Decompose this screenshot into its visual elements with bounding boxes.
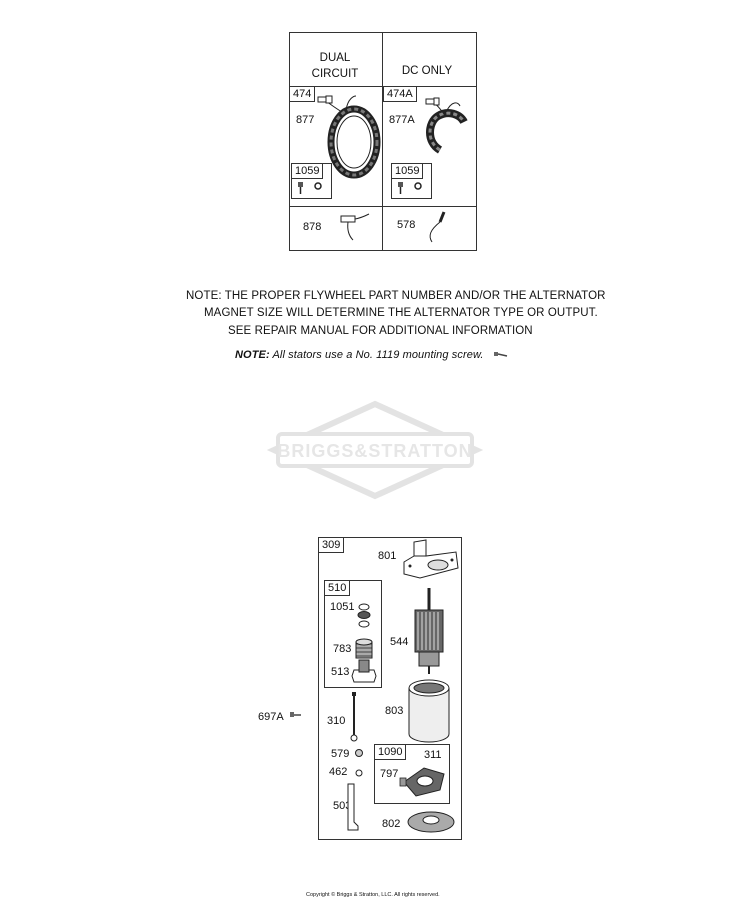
armature-544-label[interactable]: 544 xyxy=(390,636,409,648)
bracket-801-label[interactable]: 801 xyxy=(378,550,397,562)
stator-877-label[interactable]: 877 xyxy=(296,114,315,126)
note-line-3: SEE REPAIR MANUAL FOR ADDITIONAL INFORMA… xyxy=(228,325,533,337)
through-bolt-icon[interactable] xyxy=(349,692,359,742)
bracket-icon[interactable] xyxy=(400,538,460,582)
strap-icon[interactable] xyxy=(344,782,360,832)
copyright-footer: Copyright © Briggs & Stratton, LLC. All … xyxy=(306,892,440,898)
housing-803-label[interactable]: 803 xyxy=(385,705,404,717)
wire-578-label[interactable]: 578 xyxy=(397,219,416,231)
drive-nut-513-label[interactable]: 513 xyxy=(331,666,350,678)
washer-icon xyxy=(355,769,363,777)
dual-circuit-stator-icon[interactable] xyxy=(317,90,388,180)
starter-assembly-frame xyxy=(318,537,462,840)
drive-kit-510-box xyxy=(324,580,382,688)
nut-579-label[interactable]: 579 xyxy=(331,748,350,760)
stator-note-bold: NOTE: xyxy=(235,349,270,361)
brush-kit-1090-box xyxy=(374,744,450,804)
stator-note-text: All stators use a No. 1119 mounting scre… xyxy=(272,349,484,361)
wire-878-label[interactable]: 878 xyxy=(303,221,322,233)
dc-only-stator-icon[interactable] xyxy=(420,92,475,157)
note-line-2: MAGNET SIZE WILL DETERMINE THE ALTERNATO… xyxy=(204,307,598,319)
pinion-gear-icon[interactable] xyxy=(352,634,376,664)
note-line-1: NOTE: THE PROPER FLYWHEEL PART NUMBER AN… xyxy=(186,290,606,302)
mounting-screw-icon xyxy=(494,352,508,357)
brush-kit-1090-tag[interactable]: 1090 xyxy=(374,744,407,760)
starter-309-tag[interactable]: 309 xyxy=(318,537,345,553)
watermark-text: BRIGGS&STRATTON xyxy=(277,441,472,461)
armature-icon[interactable] xyxy=(408,588,450,674)
screw-dual-icon xyxy=(298,182,322,194)
stator-877a-label[interactable]: 877A xyxy=(389,114,415,126)
dual-circuit-header: DUAL CIRCUIT xyxy=(300,50,370,82)
retainer-icon[interactable] xyxy=(354,600,374,634)
dual-circuit-header-line2: CIRCUIT xyxy=(311,68,359,80)
table-wire-divider xyxy=(289,206,477,207)
end-plate-802-label[interactable]: 802 xyxy=(382,818,401,830)
screw-697a-label[interactable]: 697A xyxy=(258,711,284,723)
screw-dc-icon xyxy=(398,182,422,194)
wire-878-icon[interactable] xyxy=(333,212,373,242)
drive-kit-510-tag[interactable]: 510 xyxy=(324,580,351,596)
table-vertical-divider xyxy=(382,32,383,251)
end-cap-icon[interactable] xyxy=(398,760,448,800)
briggs-stratton-logo: BRIGGS&STRATTON xyxy=(266,400,484,500)
stator-note: NOTE: All stators use a No. 1119 mountin… xyxy=(235,349,484,361)
washer-462-label[interactable]: 462 xyxy=(329,766,348,778)
screw-kit-1059-dc-tag[interactable]: 1059 xyxy=(391,163,424,179)
retainer-1051-label[interactable]: 1051 xyxy=(330,601,355,613)
screw-kit-1059-dual-tag[interactable]: 1059 xyxy=(291,163,324,179)
assembly-474a-tag[interactable]: 474A xyxy=(383,86,417,102)
end-plate-icon[interactable] xyxy=(406,810,456,834)
strap-503-label[interactable]: 503 xyxy=(333,800,352,812)
nut-icon xyxy=(355,749,363,757)
through-bolt-310-label[interactable]: 310 xyxy=(327,715,346,727)
dual-circuit-header-line1: DUAL xyxy=(319,52,351,64)
end-cap-311-label[interactable]: 311 xyxy=(424,749,442,761)
brush-797-label[interactable]: 797 xyxy=(380,768,399,780)
wire-578-icon[interactable] xyxy=(420,208,450,244)
housing-icon[interactable] xyxy=(406,678,452,744)
alternator-table xyxy=(289,32,477,251)
screw-697a-icon xyxy=(290,712,301,717)
drive-nut-icon[interactable] xyxy=(350,658,378,684)
pinion-783-label[interactable]: 783 xyxy=(333,643,352,655)
assembly-474-tag[interactable]: 474 xyxy=(289,86,316,102)
dc-only-header: DC ONLY xyxy=(401,65,453,77)
